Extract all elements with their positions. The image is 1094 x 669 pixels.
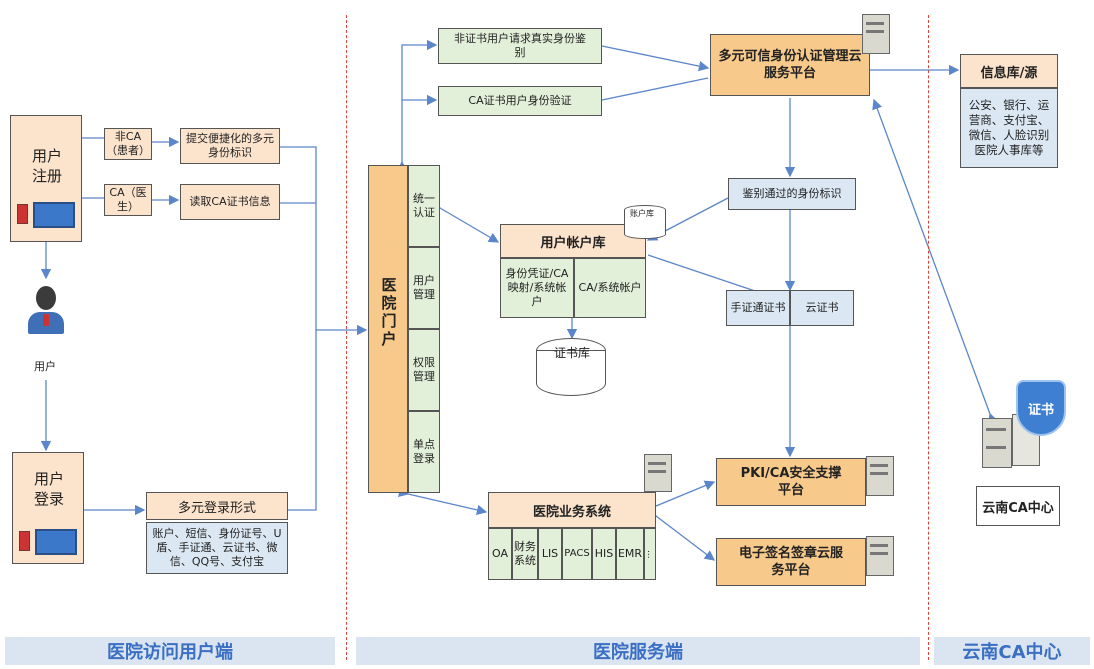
arrow-noncert-platform bbox=[592, 39, 710, 72]
account-tag: 账户库 bbox=[630, 209, 654, 218]
login-methods-box: 账户、短信、身份证号、U盾、手证通、云证书、微信、QQ号、支付宝 bbox=[146, 522, 288, 574]
biz-item-lis: LIS bbox=[538, 528, 562, 580]
register-label: 用户注册 bbox=[31, 147, 62, 185]
multi-login-box: 多元登录形式 bbox=[146, 492, 288, 520]
info-source-detail: 公安、银行、运营商、支付宝、微信、人脸识别医院人事库等 bbox=[960, 88, 1058, 168]
arrow-biz-esign bbox=[645, 506, 716, 561]
biz-item-emr: EMR bbox=[616, 528, 644, 580]
phone-icon-2 bbox=[19, 531, 30, 551]
biz-system-title: 医院业务系统 bbox=[488, 492, 656, 528]
non-ca-box: 非CA（患者） bbox=[104, 128, 152, 160]
login-label: 用户登录 bbox=[33, 470, 64, 508]
zone-label-left: 医院访问用户端 bbox=[5, 637, 335, 665]
arrow-biz-pki bbox=[645, 480, 716, 515]
server-icon-pki bbox=[866, 456, 898, 498]
biz-items-row: OA 财务系统 LIS PACS HIS EMR ... bbox=[488, 528, 656, 580]
user-icon bbox=[26, 286, 66, 346]
account-db-icon: 账户库 bbox=[624, 205, 668, 241]
portal-item-permission[interactable]: 权限管理 bbox=[408, 329, 440, 411]
noncert-box: 非证书用户请求真实身份鉴别 bbox=[438, 28, 602, 64]
portal-item-auth[interactable]: 统一认证 bbox=[408, 165, 440, 247]
register-box: 用户注册 bbox=[10, 115, 82, 242]
server-icon-biz bbox=[644, 454, 676, 494]
biz-item-oa: OA bbox=[488, 528, 512, 580]
zone-label-right: 云南CA中心 bbox=[934, 637, 1090, 665]
portal-box: 医院门户 bbox=[368, 165, 408, 493]
arrow-portal-account bbox=[429, 198, 500, 243]
divider-right bbox=[928, 15, 929, 660]
server-icon-platform bbox=[862, 14, 894, 56]
portal-title: 医院门户 bbox=[381, 276, 397, 348]
cert-shield-icon: 证书 bbox=[1016, 380, 1066, 436]
monitor-icon-2 bbox=[35, 529, 77, 555]
cacert-box: CA证书用户身份验证 bbox=[438, 86, 602, 116]
portal-item-sso[interactable]: 单点登录 bbox=[408, 411, 440, 493]
line-multi-portal bbox=[288, 330, 317, 511]
esign-box: 电子签名签章云服务平台 bbox=[716, 538, 866, 586]
pki-box: PKI/CA安全支撑平台 bbox=[716, 458, 866, 506]
cloud-platform-box: 多元可信身份认证管理云服务平台 bbox=[710, 34, 870, 96]
server-icon-esign bbox=[866, 536, 898, 578]
ca-center-graphic: 证书 bbox=[976, 380, 1076, 480]
login-box: 用户登录 bbox=[12, 452, 84, 564]
cert-db-label: 证书库 bbox=[554, 346, 591, 360]
ca-center-box: 云南CA中心 bbox=[976, 486, 1060, 526]
ca-box: CA（医生） bbox=[104, 184, 152, 216]
biz-item-finance: 财务系统 bbox=[512, 528, 538, 580]
arrow-cacenter-platform bbox=[872, 98, 999, 425]
portal-item-user-mgmt[interactable]: 用户管理 bbox=[408, 247, 440, 329]
read-ca-box: 读取CA证书信息 bbox=[180, 184, 280, 220]
biz-item-more: ... bbox=[644, 528, 656, 580]
divider-left bbox=[346, 15, 347, 660]
cert-db-cylinder: 证书库 bbox=[536, 338, 608, 398]
shouzheng-cert-box: 手证通证书 bbox=[726, 290, 790, 326]
monitor-icon bbox=[33, 202, 75, 228]
verified-box: 鉴别通过的身份标识 bbox=[728, 178, 856, 210]
arrow-cacert-platform bbox=[592, 77, 709, 107]
submit-box: 提交便捷化的多元身份标识 bbox=[180, 128, 280, 164]
line-certs-account bbox=[647, 254, 759, 293]
account-db-title: 用户帐户库 bbox=[500, 224, 646, 258]
ca-account-box: CA/系统帐户 bbox=[574, 258, 646, 318]
phone-icon bbox=[17, 204, 28, 224]
info-source-title: 信息库/源 bbox=[960, 54, 1058, 88]
cred-map-box: 身份凭证/CA映射/系统帐户 bbox=[500, 258, 574, 318]
zone-label-middle: 医院服务端 bbox=[356, 637, 920, 665]
biz-item-pacs: PACS bbox=[562, 528, 592, 580]
arrow-portal-biz bbox=[397, 486, 488, 516]
biz-item-his: HIS bbox=[592, 528, 616, 580]
arrow-portal-noncert bbox=[396, 39, 438, 172]
cloud-cert-box: 云证书 bbox=[790, 290, 854, 326]
user-label: 用户 bbox=[34, 360, 56, 373]
line-submit-portal bbox=[280, 146, 368, 336]
